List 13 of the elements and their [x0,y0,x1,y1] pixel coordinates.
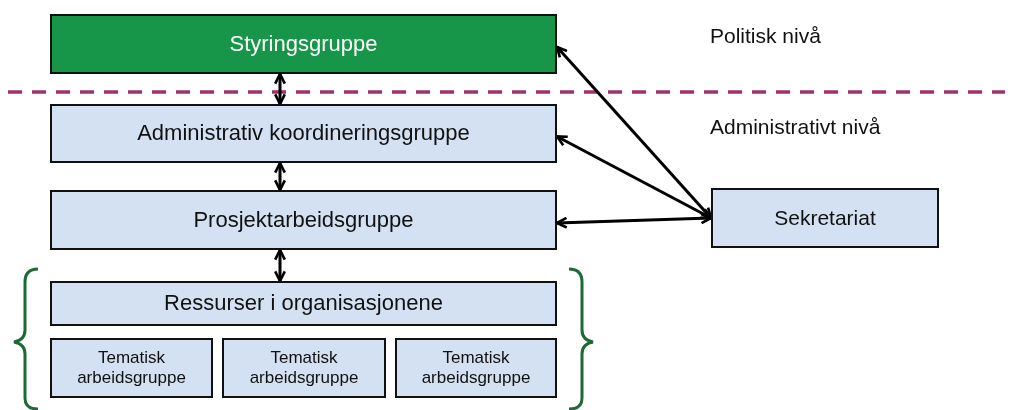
org-box: Administrativ koordineringsgruppe [50,104,557,163]
org-box: Tematisk arbeidsgruppe [50,338,213,398]
double-arrow [273,161,287,192]
double-arrow [273,72,287,106]
org-box: Sekretariat [711,188,939,248]
level-label: Politisk nivå [710,24,821,48]
double-arrow [273,248,287,283]
org-box: Prosjektarbeidsgruppe [50,190,557,250]
org-box: Tematisk arbeidsgruppe [395,338,557,398]
org-box: Ressurser i organisasjonene [50,281,557,326]
org-box: Tematisk arbeidsgruppe [222,338,386,398]
level-label: Administrativt nivå [710,115,881,139]
org-box: Styringsgruppe [50,14,557,74]
